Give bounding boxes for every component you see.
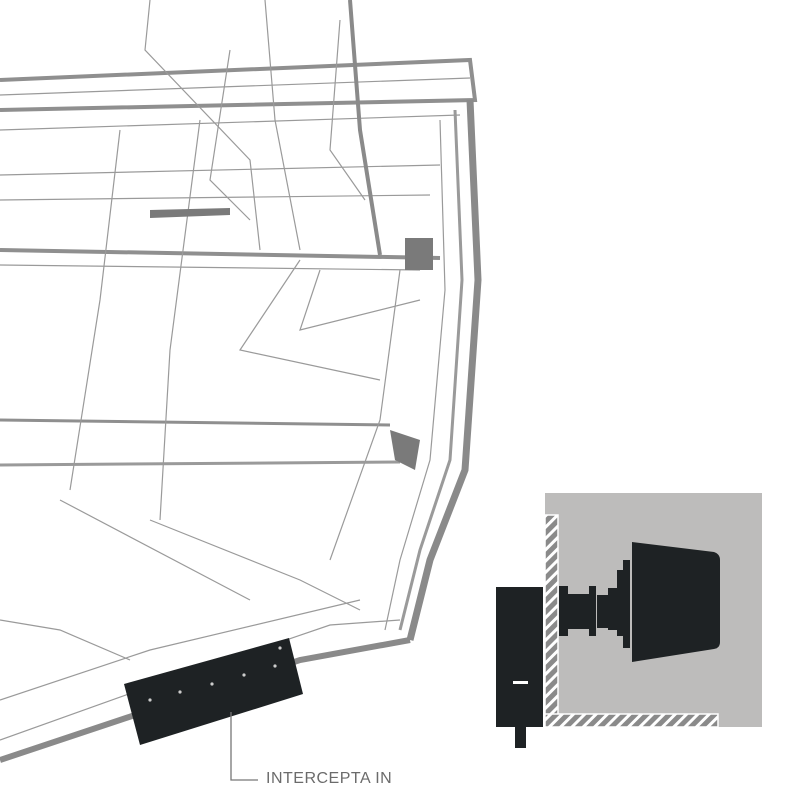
hull-outline [0, 0, 482, 763]
hull-details [150, 208, 433, 470]
thruster-detail-inset [496, 493, 762, 748]
callout-label: INTERCEPTA IN [266, 770, 393, 787]
callout-leader-line [230, 712, 258, 781]
interceptor-device [124, 638, 303, 745]
thruster-body [496, 542, 720, 748]
